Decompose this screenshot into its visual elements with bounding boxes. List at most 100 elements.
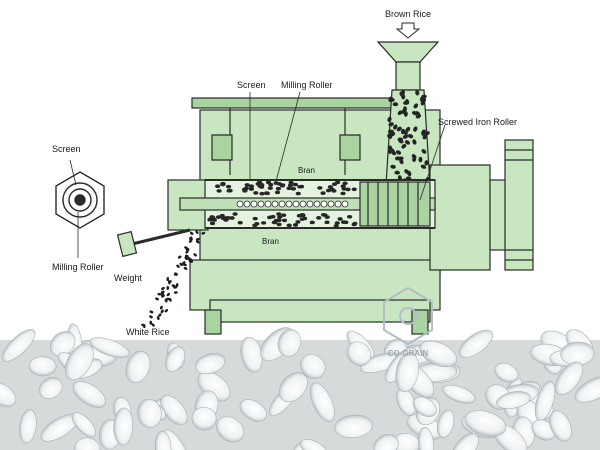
grain — [166, 277, 170, 281]
roller-bead — [334, 200, 342, 208]
grain — [388, 145, 393, 151]
grain — [286, 223, 292, 228]
rice-grain — [464, 410, 507, 437]
grain — [420, 164, 427, 169]
labels: Brown Rice Screen Milling Roller Screwed… — [52, 9, 517, 337]
grain — [322, 213, 328, 217]
rice-grain — [125, 350, 151, 383]
grain — [421, 96, 427, 102]
rice-grain — [346, 341, 372, 366]
roller-bead — [341, 200, 349, 208]
white-rice-photo — [0, 323, 600, 450]
grain — [254, 222, 260, 226]
grain — [271, 220, 277, 225]
rice-grain — [412, 396, 437, 417]
grain — [159, 305, 163, 310]
grain — [292, 182, 299, 187]
grain — [345, 187, 351, 192]
grain — [415, 114, 422, 119]
roller-bead — [257, 200, 265, 208]
cross-section-view — [55, 171, 105, 229]
grain — [160, 309, 164, 314]
grain — [260, 221, 267, 225]
grain — [396, 126, 402, 132]
grain — [185, 250, 189, 254]
grain — [248, 187, 255, 191]
grain — [257, 184, 263, 188]
grain — [407, 170, 412, 177]
roller-bead — [320, 200, 328, 208]
grain — [220, 181, 226, 186]
watermark-text: CO-GRAIN — [388, 349, 429, 358]
label-brown-rice: Brown Rice — [385, 9, 431, 19]
label-milling-roller-left: Milling Roller — [52, 262, 104, 272]
rice-grain — [137, 398, 162, 429]
rice-grain — [74, 437, 101, 450]
grain — [149, 320, 153, 325]
grain — [392, 102, 399, 107]
rice-grain — [442, 384, 476, 404]
grain — [389, 97, 395, 102]
grain — [248, 184, 255, 189]
grain — [215, 184, 221, 189]
grain — [166, 286, 170, 291]
grain — [397, 110, 403, 116]
grain — [298, 184, 305, 189]
rice-grain — [574, 375, 600, 403]
grain — [401, 93, 406, 100]
grain — [225, 184, 232, 189]
grain — [288, 180, 294, 185]
grain — [265, 180, 272, 185]
grain — [195, 230, 199, 234]
grain — [174, 272, 178, 276]
rice-grain — [19, 409, 37, 444]
screwed-iron-roller — [359, 181, 431, 227]
grain — [156, 316, 160, 321]
grain — [176, 264, 180, 268]
grain — [351, 187, 357, 192]
roller-bead — [327, 200, 335, 208]
grain — [161, 286, 165, 291]
grain — [346, 214, 353, 219]
grain — [274, 190, 281, 195]
grain — [324, 220, 330, 225]
roller-bead — [243, 200, 251, 208]
grain — [387, 116, 392, 123]
grain — [420, 100, 426, 106]
grain — [141, 323, 146, 327]
grain — [164, 309, 169, 313]
rice-grain — [494, 362, 519, 383]
roller-bead — [278, 200, 286, 208]
grain — [264, 191, 270, 195]
grain — [166, 292, 170, 297]
grain — [184, 246, 188, 250]
rice-grain — [300, 438, 328, 450]
grain — [177, 255, 182, 259]
rice-grain — [71, 412, 96, 438]
grain — [286, 186, 292, 191]
label-weight: Weight — [114, 273, 142, 283]
rice-grain — [154, 430, 172, 450]
weight-arm — [116, 228, 191, 258]
roller-bead — [264, 200, 272, 208]
grain — [343, 220, 349, 225]
grain — [252, 216, 258, 221]
grain — [395, 150, 402, 155]
rice-grain — [89, 337, 130, 359]
grain — [165, 297, 170, 301]
roller-bead — [299, 200, 307, 208]
rice-grain — [277, 329, 301, 357]
grain — [219, 213, 225, 218]
grain — [157, 292, 162, 296]
grain — [276, 212, 282, 216]
grain — [342, 181, 348, 186]
grain — [155, 297, 159, 301]
grain — [337, 217, 343, 221]
grain — [244, 183, 250, 187]
grain — [175, 283, 179, 288]
grain — [160, 292, 165, 296]
rice-grain — [458, 329, 494, 358]
grain — [207, 217, 213, 222]
grain — [259, 191, 265, 196]
milling-machine-body — [167, 97, 534, 335]
